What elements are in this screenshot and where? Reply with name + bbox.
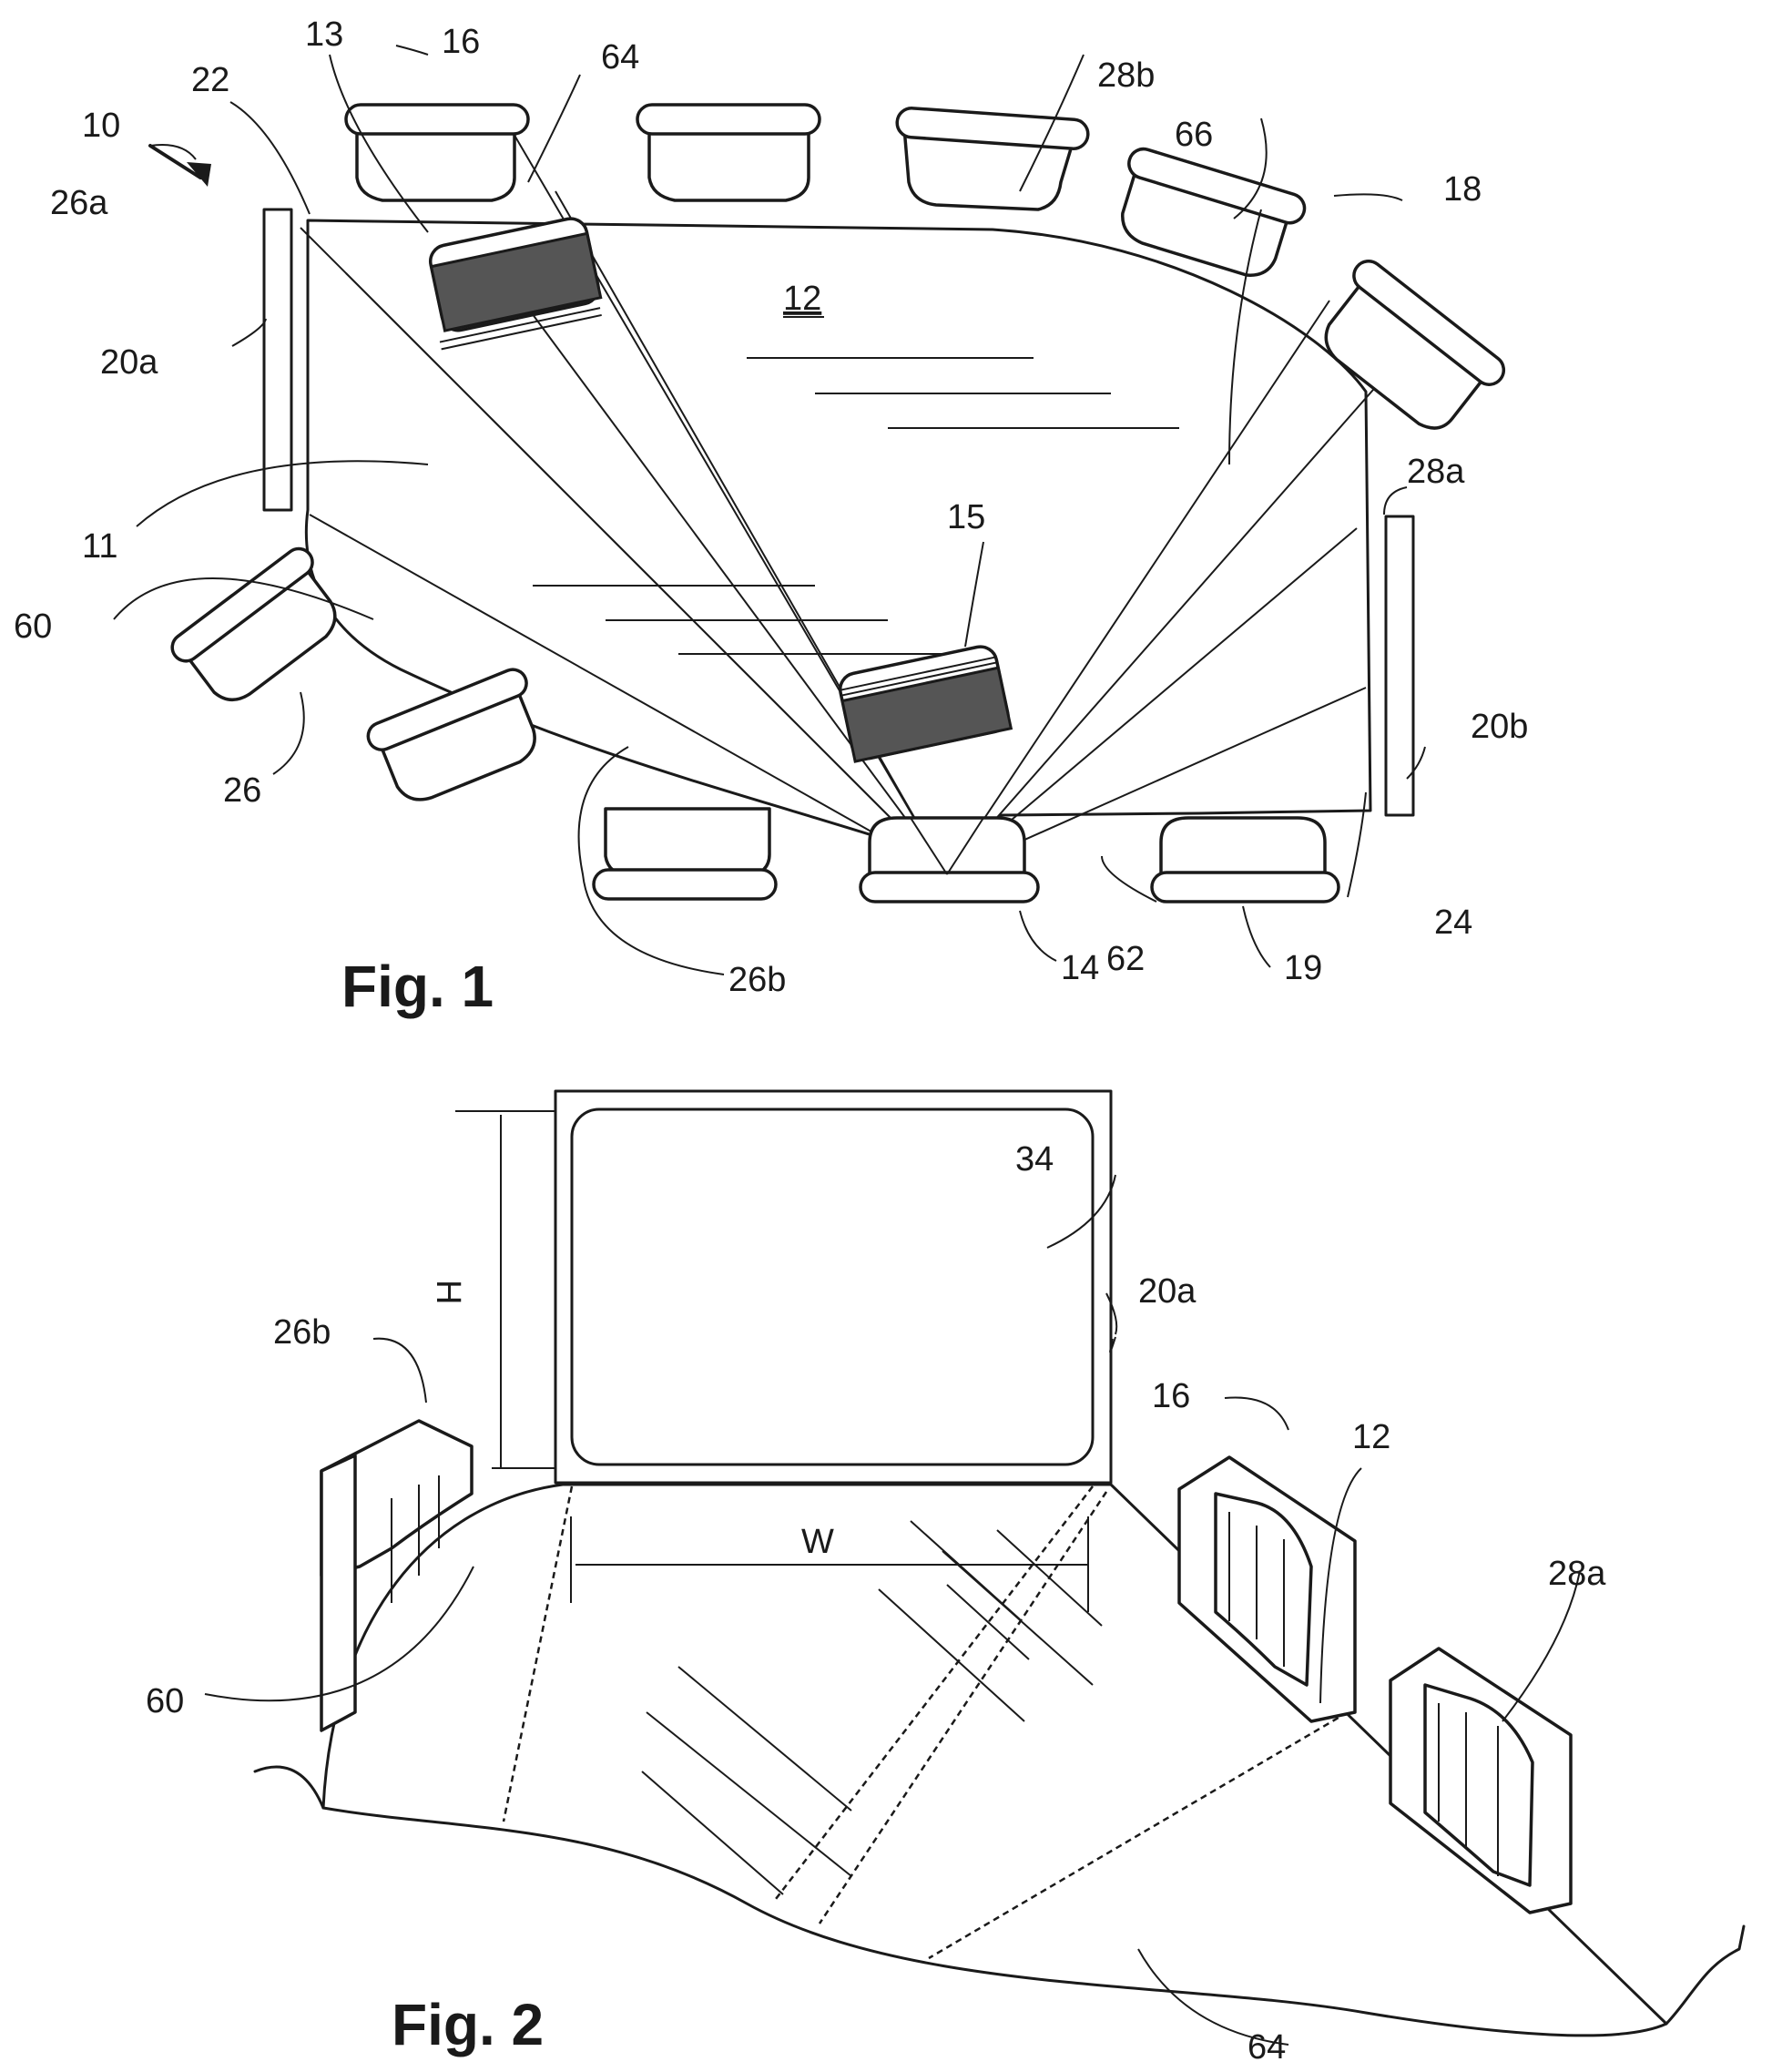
label-66: 66 [1175, 116, 1213, 154]
label-12: 12 [1352, 1418, 1390, 1456]
label-26b: 26b [728, 961, 786, 999]
label-12: 12 [783, 280, 821, 318]
label-20a: 20a [1138, 1272, 1197, 1311]
chair-top-3 [896, 107, 1089, 209]
chair-26b [321, 1421, 472, 1730]
label-18: 18 [1443, 170, 1482, 209]
chair-16-fig2 [1179, 1457, 1355, 1721]
arrow-10 [187, 162, 211, 187]
label-60: 60 [14, 607, 52, 646]
label-20a: 20a [100, 343, 158, 382]
table-surface-shading [533, 358, 1179, 654]
screen-20b [1386, 516, 1413, 815]
chairs [167, 105, 1510, 902]
figure-1: 10 22 13 16 64 28b 66 18 26a 12 20a 28a … [14, 15, 1528, 1019]
dimension-H: H [429, 1111, 555, 1468]
chair-lower-left-1 [167, 544, 355, 717]
label-20b: 20b [1471, 708, 1528, 746]
label-22: 22 [191, 61, 229, 99]
label-11: 11 [82, 527, 117, 566]
chair-lower-left-3 [594, 809, 776, 899]
chair-19 [1152, 818, 1339, 902]
label-15: 15 [947, 498, 985, 536]
fig2-labels: 34 20a 26b 16 12 28a 60 64 Fig. 2 [146, 1140, 1606, 2067]
label-14: 14 [1061, 949, 1099, 987]
fig2-caption: Fig. 2 [392, 1992, 544, 2057]
label-26a: 26a [50, 184, 108, 222]
label-28b: 28b [1097, 56, 1155, 95]
chair-top-2 [637, 105, 820, 200]
label-62: 62 [1106, 940, 1145, 978]
leader-lines-fig2 [205, 1175, 1580, 2045]
label-28a: 28a [1548, 1555, 1606, 1593]
label-34: 34 [1015, 1140, 1054, 1179]
camera-14 [861, 818, 1038, 902]
figure-2: H W [146, 1091, 1744, 2067]
label-16: 16 [1152, 1377, 1190, 1415]
label-19: 19 [1284, 949, 1322, 987]
label-64: 64 [601, 38, 639, 77]
chair-28a-fig2 [1390, 1648, 1571, 1913]
label-13: 13 [305, 15, 343, 54]
label-64: 64 [1248, 2028, 1286, 2067]
label-60: 60 [146, 1682, 184, 1720]
label-H: H [429, 1280, 467, 1304]
device-13 [421, 216, 605, 350]
fig1-caption: Fig. 1 [341, 954, 494, 1019]
label-W: W [801, 1523, 834, 1561]
device-15 [837, 644, 1011, 761]
label-28a: 28a [1407, 453, 1465, 491]
label-16: 16 [442, 23, 480, 61]
dimension-W: W [571, 1516, 1088, 1612]
label-10: 10 [82, 107, 120, 145]
chair-66 [1107, 146, 1308, 286]
label-24: 24 [1434, 903, 1472, 942]
chair-lower-left-2 [364, 666, 554, 811]
chair-18 [1304, 255, 1509, 446]
label-26: 26 [223, 771, 261, 810]
surface-shading-fig2 [642, 1521, 1102, 1894]
label-26b: 26b [273, 1313, 331, 1352]
